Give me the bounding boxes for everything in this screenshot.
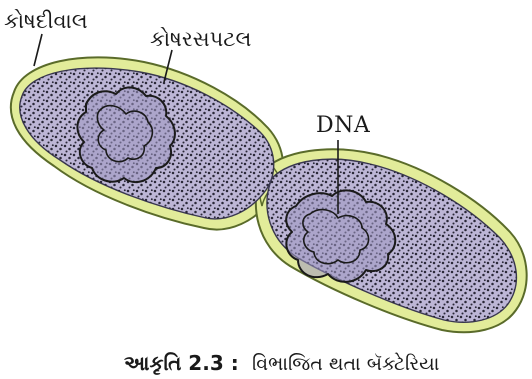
dna-nucleoid-left [77, 87, 175, 182]
cell-wall-label: કોષદીવાલ [4, 9, 88, 33]
figure-number: આકૃતિ 2.3 : [124, 351, 239, 376]
cell-wall-leader [34, 34, 42, 66]
cytoplasm-label: કોષરસપટલ [150, 27, 252, 51]
dna-label: DNA [316, 113, 371, 138]
figure-caption: વિભાજિત થતા બૅક્ટેરિયા [252, 353, 439, 375]
dna-nucleoid-right [286, 190, 395, 282]
